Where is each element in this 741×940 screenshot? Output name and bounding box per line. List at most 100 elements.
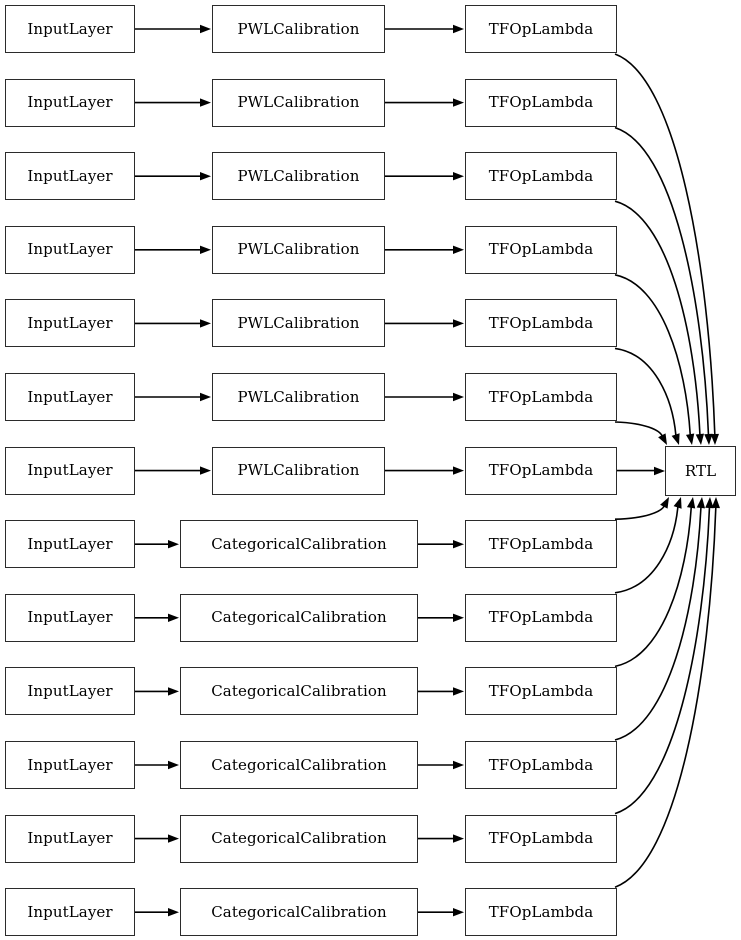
node-calibration-pwl-label: PWLCalibration (237, 240, 360, 259)
arrowhead-tfoplambda-to-rtl (711, 497, 721, 509)
arrowhead-tfoplambda-to-rtl (671, 433, 680, 445)
arrowhead-calibration-to-tfoplambda (453, 98, 464, 107)
arrowhead-input-to-calibration (200, 98, 211, 107)
node-calibration-categorical-label: CategoricalCalibration (211, 681, 387, 700)
arrowhead-tfoplambda-to-rtl (696, 497, 706, 509)
node-calibration-pwl: PWLCalibration (212, 152, 385, 201)
node-input-layer: InputLayer (5, 446, 135, 495)
node-input-layer-label: InputLayer (27, 461, 113, 480)
arrowhead-calibration-to-tfoplambda (453, 245, 464, 254)
edge-tfoplambda-to-rtl (614, 506, 717, 888)
node-tfoplambda-label: TFOpLambda (488, 755, 594, 774)
arrowhead-tfoplambda-to-rtl (660, 497, 669, 509)
arrowhead-input-to-calibration (200, 245, 211, 254)
node-rtl: RTL (665, 446, 736, 496)
edge-tfoplambda-to-rtl (614, 505, 666, 520)
node-input-layer-label: InputLayer (27, 902, 113, 921)
node-input-layer: InputLayer (5, 667, 135, 716)
node-tfoplambda: TFOpLambda (465, 152, 617, 201)
node-input-layer: InputLayer (5, 152, 135, 201)
node-calibration-categorical: CategoricalCalibration (180, 667, 418, 716)
arrowhead-input-to-calibration (200, 319, 211, 328)
edge-tfoplambda-to-rtl (614, 200, 701, 436)
node-tfoplambda: TFOpLambda (465, 741, 617, 789)
node-input-layer-label: InputLayer (27, 166, 113, 185)
node-tfoplambda-label: TFOpLambda (488, 829, 594, 848)
arrowhead-tfoplambda-to-rtl (705, 497, 714, 509)
node-calibration-pwl-label: PWLCalibration (237, 313, 360, 332)
node-calibration-categorical-label: CategoricalCalibration (211, 608, 387, 627)
arrowhead-input-to-calibration (200, 392, 211, 402)
edge-tfoplambda-to-rtl (614, 506, 679, 594)
arrowhead-calibration-to-tfoplambda (453, 613, 464, 622)
edge-tfoplambda-to-rtl (614, 506, 702, 741)
node-calibration-pwl-label: PWLCalibration (237, 166, 360, 185)
node-calibration-categorical: CategoricalCalibration (180, 741, 418, 789)
node-tfoplambda-label: TFOpLambda (488, 93, 594, 112)
node-tfoplambda-label: TFOpLambda (488, 240, 594, 259)
arrowhead-calibration-to-tfoplambda (453, 834, 464, 843)
node-tfoplambda-label: TFOpLambda (488, 534, 594, 553)
node-calibration-pwl: PWLCalibration (212, 225, 385, 274)
node-tfoplambda: TFOpLambda (465, 299, 617, 348)
node-tfoplambda: TFOpLambda (465, 5, 617, 53)
node-rtl-label: RTL (684, 461, 717, 480)
arrowhead-input-to-calibration (168, 613, 179, 622)
edge-tfoplambda-to-rtl (614, 274, 692, 436)
node-tfoplambda-label: TFOpLambda (488, 387, 594, 406)
node-calibration-categorical: CategoricalCalibration (180, 520, 418, 569)
node-input-layer: InputLayer (5, 520, 135, 569)
node-input-layer: InputLayer (5, 78, 135, 127)
node-input-layer-label: InputLayer (27, 829, 113, 848)
edge-tfoplambda-to-rtl (614, 53, 716, 436)
node-tfoplambda-label: TFOpLambda (488, 902, 594, 921)
node-tfoplambda-label: TFOpLambda (488, 166, 594, 185)
node-tfoplambda-label: TFOpLambda (488, 681, 594, 700)
arrowhead-input-to-calibration (168, 540, 179, 549)
node-calibration-categorical: CategoricalCalibration (180, 888, 418, 937)
node-input-layer: InputLayer (5, 593, 135, 642)
node-tfoplambda: TFOpLambda (465, 814, 617, 863)
arrowhead-tfoplambda-to-rtl (673, 497, 682, 509)
node-tfoplambda-label: TFOpLambda (488, 608, 594, 627)
node-input-layer: InputLayer (5, 5, 135, 53)
node-calibration-categorical: CategoricalCalibration (180, 814, 418, 863)
node-calibration-pwl-label: PWLCalibration (237, 461, 360, 480)
node-tfoplambda: TFOpLambda (465, 225, 617, 274)
arrowhead-input-to-calibration (200, 24, 211, 34)
node-input-layer: InputLayer (5, 299, 135, 348)
arrowhead-input-to-calibration (168, 760, 179, 770)
node-input-layer-label: InputLayer (27, 608, 113, 627)
node-calibration-pwl: PWLCalibration (212, 299, 385, 348)
node-tfoplambda: TFOpLambda (465, 520, 617, 569)
edge-tfoplambda-to-rtl (614, 421, 664, 437)
arrowhead-calibration-to-tfoplambda (453, 908, 464, 917)
arrowhead-calibration-to-tfoplambda (453, 392, 464, 402)
arrowhead-calibration-to-tfoplambda (453, 760, 464, 770)
node-calibration-categorical-label: CategoricalCalibration (211, 902, 387, 921)
node-calibration-categorical: CategoricalCalibration (180, 593, 418, 642)
arrowhead-tfoplambda-to-rtl (686, 497, 696, 509)
arrowhead-tfoplambda-to-rtl (685, 433, 695, 445)
node-input-layer-label: InputLayer (27, 93, 113, 112)
node-input-layer: InputLayer (5, 741, 135, 789)
arrowhead-input-to-calibration (168, 687, 179, 696)
node-tfoplambda: TFOpLambda (465, 373, 617, 421)
node-input-layer: InputLayer (5, 373, 135, 421)
arrowhead-input-to-calibration (168, 908, 179, 917)
arrowhead-tfoplambda-to-rtl (704, 433, 713, 445)
node-calibration-pwl-label: PWLCalibration (237, 93, 360, 112)
arrowhead-input-to-calibration (200, 172, 211, 181)
node-tfoplambda-label: TFOpLambda (488, 19, 594, 38)
edge-tfoplambda-to-rtl (614, 506, 693, 668)
node-tfoplambda: TFOpLambda (465, 888, 617, 937)
node-calibration-pwl-label: PWLCalibration (237, 387, 360, 406)
node-input-layer: InputLayer (5, 814, 135, 863)
arrowhead-tfoplambda-to-rtl (654, 466, 665, 476)
node-calibration-categorical-label: CategoricalCalibration (211, 534, 387, 553)
node-input-layer: InputLayer (5, 888, 135, 937)
node-tfoplambda: TFOpLambda (465, 446, 617, 495)
node-tfoplambda: TFOpLambda (465, 78, 617, 127)
